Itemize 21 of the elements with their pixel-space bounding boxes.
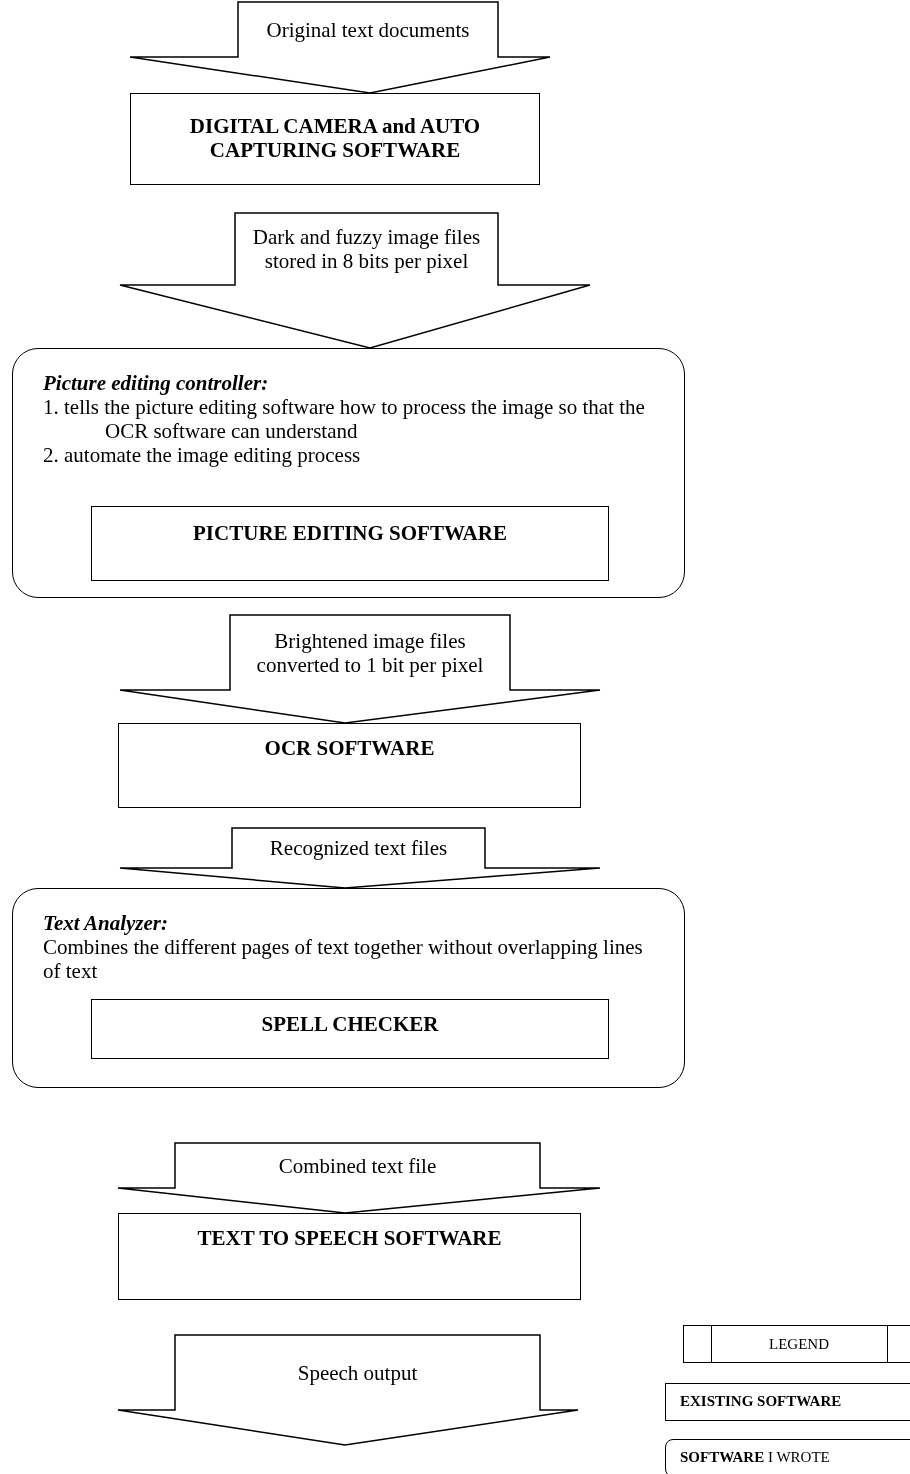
box-heading: Text Analyzer: (43, 911, 170, 935)
process-box (118, 723, 581, 808)
rounded-process-box (12, 348, 685, 598)
process-box (91, 999, 609, 1059)
box-description: Combines the different pages of text together without overlapping lines of text (43, 935, 644, 983)
box-title: DIGITAL CAMERA and AUTO CAPTURING SOFTWARE (188, 114, 482, 162)
list-item: 2. automate the image editing process (43, 443, 362, 467)
legend-title: LEGEND (768, 1336, 830, 1353)
list-item: 1. tells the picture editing software how to process the image so that the OCR software can understand (43, 395, 646, 443)
process-box (130, 93, 540, 185)
box-title: TEXT TO SPEECH SOFTWARE (196, 1226, 503, 1250)
block-arrow (117, 1334, 579, 1446)
legend-text: SOFTWARE I WROTE (680, 1449, 830, 1465)
box-title: OCR SOFTWARE (263, 736, 436, 760)
box-heading: Picture editing controller: (43, 371, 270, 395)
box-title: SPELL CHECKER (260, 1012, 440, 1036)
rounded-process-box (12, 888, 685, 1088)
process-box (118, 1213, 581, 1300)
process-box (91, 506, 609, 581)
box-title: PICTURE EDITING SOFTWARE (192, 521, 508, 545)
legend-text: EXISTING SOFTWARE (680, 1393, 842, 1409)
